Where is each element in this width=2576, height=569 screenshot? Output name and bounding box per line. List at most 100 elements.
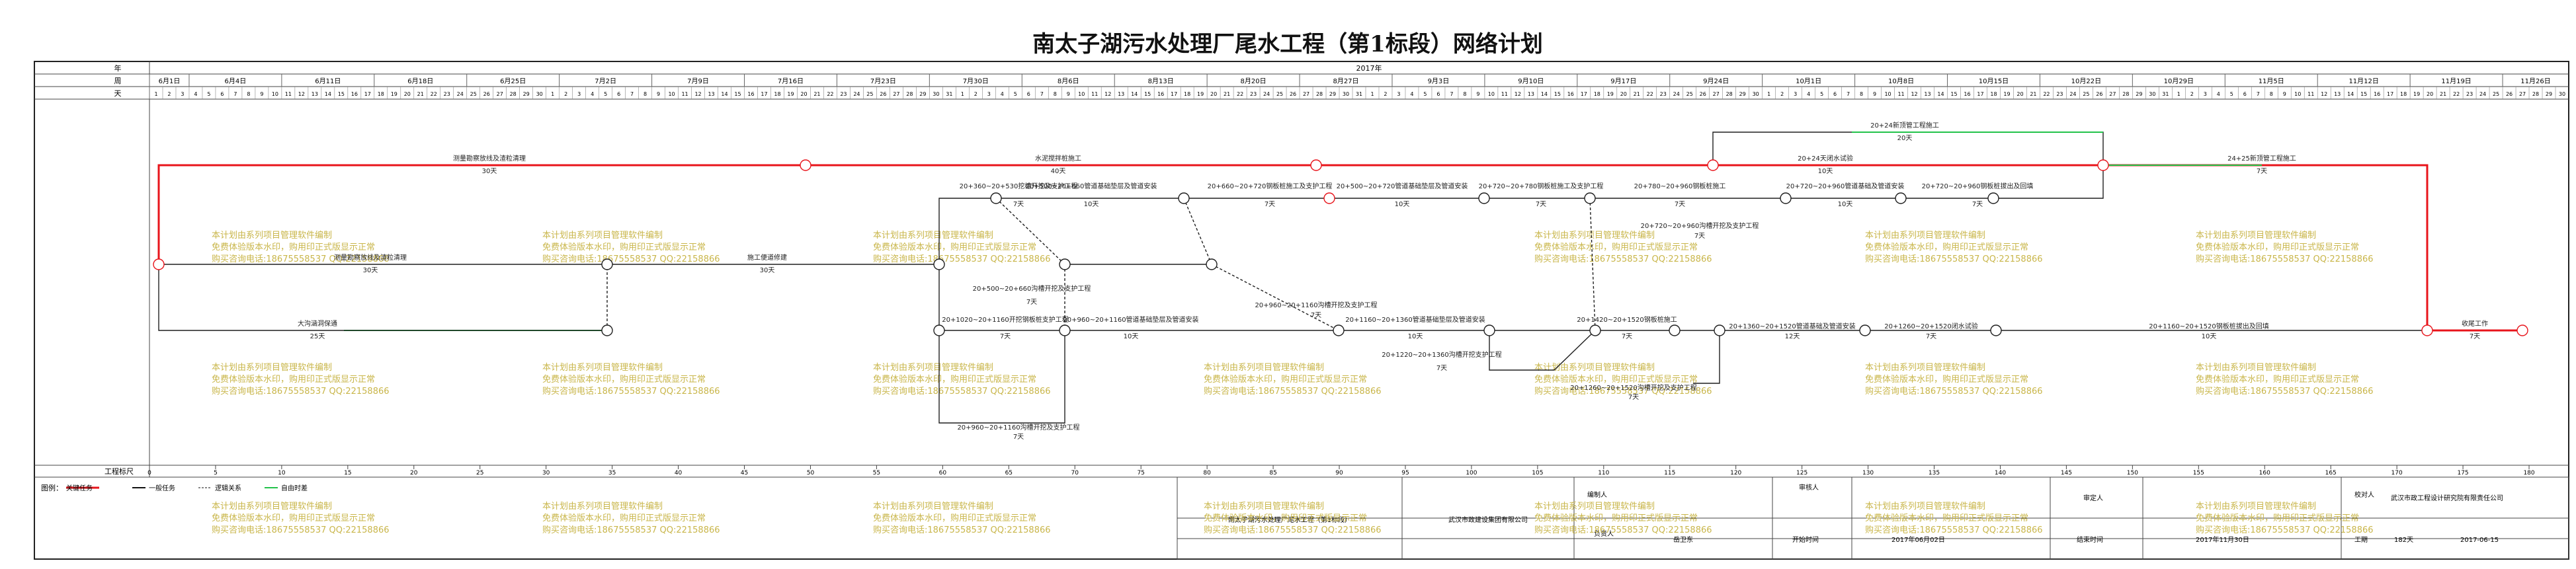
task-label: 20+720~20+960钢板桩拔出及回填: [1922, 182, 2034, 190]
day-label: 24: [457, 91, 464, 97]
day-label: 5: [604, 91, 607, 97]
event-node: [2097, 159, 2109, 171]
day-label: 12: [1515, 91, 1521, 97]
day-label: 3: [987, 91, 991, 97]
day-label: 13: [2334, 91, 2341, 97]
task-label: 20+500~20+720管道基础垫层及管道安装: [1337, 182, 1468, 190]
task-label: 30天: [482, 168, 497, 175]
axis-tick-label: 45: [741, 470, 748, 476]
week-label: 7月23日: [870, 77, 896, 85]
task-label: 大沟涵洞保通: [298, 319, 337, 328]
day-label: 12: [2321, 91, 2327, 97]
plan-date: 2017-06-15: [2460, 537, 2499, 544]
watermark-text: 购买咨询电话:18675558537 QQ:22158866: [2196, 254, 2374, 264]
day-label: 14: [1937, 91, 1944, 97]
watermark-text: 免费体验版本水印，购用印正式版显示正常: [1865, 513, 2028, 523]
day-label: 19: [1197, 91, 1204, 97]
day-label: 21: [2440, 91, 2446, 97]
task-label: 7天: [1013, 201, 1024, 208]
watermark-text: 购买咨询电话:18675558537 QQ:22158866: [1865, 254, 2043, 264]
task-label: 30天: [760, 267, 775, 274]
day-label: 29: [2546, 91, 2552, 97]
task-label: 20+960~20+1160沟槽开挖及支护工程: [1255, 301, 1377, 309]
day-label: 7: [1040, 91, 1044, 97]
task-label: 7天: [1536, 201, 1546, 208]
end-label: 结束时间: [2077, 535, 2103, 544]
day-label: 30: [1343, 91, 1349, 97]
task-label: 施工便道修建: [747, 253, 787, 262]
logic-link: [1183, 198, 1212, 265]
day-label: 6: [1027, 91, 1030, 97]
watermark-text: 本计划由系列项目管理软件编制: [1534, 502, 1655, 512]
watermark-text: 购买咨询电话:18675558537 QQ:22158866: [2196, 386, 2374, 397]
task-label: 7天: [1694, 233, 1705, 240]
day-label: 19: [391, 91, 397, 97]
day-label: 7: [233, 91, 237, 97]
watermark-text: 本计划由系列项目管理软件编制: [2196, 363, 2316, 373]
watermark-text: 免费体验版本水印，购用印正式版显示正常: [2196, 374, 2359, 385]
year-label: 2017年: [1356, 63, 1382, 73]
day-label: 26: [1290, 91, 1296, 97]
day-label: 22: [827, 91, 833, 97]
watermark-text: 免费体验版本水印，购用印正式版显示正常: [1534, 374, 1698, 385]
row-label-week: 周: [114, 77, 122, 85]
day-label: 26: [2096, 91, 2102, 97]
day-label: 6: [2243, 91, 2247, 97]
event-node: [933, 258, 945, 270]
task-label: 7天: [1926, 333, 1936, 340]
day-label: 11: [681, 91, 688, 97]
day-label: 7: [1450, 91, 1453, 97]
task-label: 20+1160~20+1360管道基础垫层及管道安装: [1345, 315, 1485, 324]
day-label: 20: [404, 91, 411, 97]
legend-logic-text: 逻辑关系: [215, 484, 241, 492]
day-label: 29: [2136, 91, 2142, 97]
day-label: 6: [1436, 91, 1440, 97]
task-label: 7天: [1311, 312, 1321, 319]
day-label: 9: [1067, 91, 1070, 97]
week-label: 9月10日: [1518, 77, 1544, 85]
event-node: [800, 159, 811, 171]
day-label: 4: [194, 91, 197, 97]
axis-tick-label: 145: [2061, 470, 2072, 476]
axis-tick-label: 120: [1730, 470, 1741, 476]
task-label: 7天: [1265, 201, 1275, 208]
day-label: 5: [2230, 91, 2233, 97]
axis-tick-label: 60: [939, 470, 947, 476]
day-label: 12: [1104, 91, 1111, 97]
day-label: 9: [657, 91, 660, 97]
watermark-text: 购买咨询电话:18675558537 QQ:22158866: [1534, 525, 1712, 535]
day-label: 31: [1356, 91, 1362, 97]
event-node: [2516, 324, 2528, 336]
day-label: 14: [325, 91, 331, 97]
axis-tick-label: 110: [1598, 470, 1609, 476]
watermark-text: 购买咨询电话:18675558537 QQ:22158866: [542, 386, 720, 397]
day-label: 18: [1990, 91, 1997, 97]
day-label: 28: [510, 91, 517, 97]
task-label: 25天: [310, 333, 325, 340]
outer-frame: [34, 61, 2569, 560]
week-label: 9月24日: [1703, 77, 1729, 85]
axis-tick-label: 30: [542, 470, 550, 476]
watermark-text: 免费体验版本水印，购用印正式版显示正常: [2196, 513, 2359, 523]
day-label: 31: [946, 91, 952, 97]
event-node: [601, 324, 613, 336]
axis-tick-label: 105: [1532, 470, 1543, 476]
logic-link: [995, 198, 1065, 265]
axis-tick-label: 50: [807, 470, 815, 476]
day-label: 30: [536, 91, 543, 97]
day-label: 21: [2030, 91, 2036, 97]
day-label: 15: [1144, 91, 1151, 97]
watermark-text: 本计划由系列项目管理软件编制: [2196, 231, 2316, 241]
week-label: 11月5日: [2259, 77, 2284, 85]
day-label: 16: [2374, 91, 2380, 97]
watermark-text: 购买咨询电话:18675558537 QQ:22158866: [1865, 525, 2043, 535]
day-label: 20: [800, 91, 807, 97]
day-label: 16: [747, 91, 754, 97]
watermark-text: 购买咨询电话:18675558537 QQ:22158866: [542, 525, 720, 535]
axis-tick-label: 175: [2457, 470, 2468, 476]
event-node: [1483, 324, 1495, 336]
week-label: 11月12日: [2348, 77, 2378, 85]
